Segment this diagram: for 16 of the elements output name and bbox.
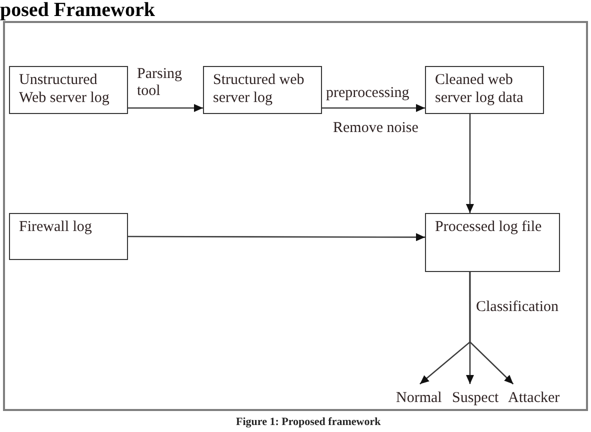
outcome-label: Suspect bbox=[450, 384, 504, 408]
page-heading: posed Framework bbox=[0, 0, 155, 20]
process-box: Firewall log bbox=[9, 213, 128, 260]
process-box: Structured web server log bbox=[203, 66, 322, 114]
arrow bbox=[469, 272, 514, 384]
process-box: Cleaned web server log data bbox=[425, 66, 544, 114]
figure-caption: Figure 1: Proposed framework bbox=[236, 415, 381, 429]
arrow bbox=[322, 104, 425, 112]
process-box: Processed log file bbox=[425, 213, 560, 272]
arrow bbox=[128, 104, 203, 112]
arrow bbox=[466, 114, 474, 213]
outcome-label: Attacker bbox=[506, 384, 566, 408]
outcome-label: Normal bbox=[394, 384, 448, 408]
arrow bbox=[128, 233, 425, 242]
process-box: Unstructured Web server log bbox=[9, 66, 128, 114]
edge-label: preprocessing bbox=[326, 85, 410, 102]
